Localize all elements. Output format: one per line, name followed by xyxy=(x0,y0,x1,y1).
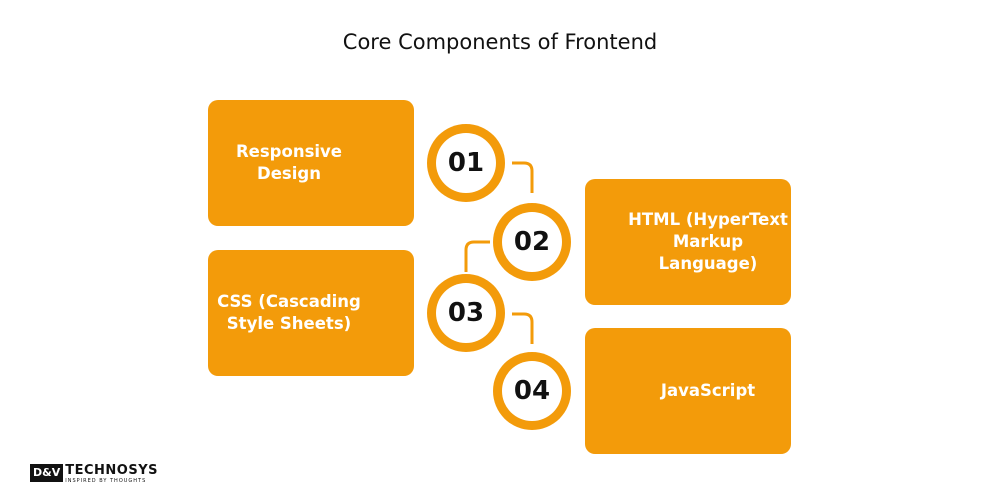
component-card-javascript: JavaScript xyxy=(585,328,791,454)
component-label: JavaScript xyxy=(660,381,756,400)
logo-mark: D&V xyxy=(30,464,64,482)
number-badge-01: 01 xyxy=(427,124,505,202)
component-label: HTML (HyperText Markup Language) xyxy=(628,210,788,273)
badge-number: 04 xyxy=(502,361,562,421)
component-label: CSS (Cascading Style Sheets) xyxy=(217,292,361,333)
badge-number: 01 xyxy=(436,133,496,193)
connector-02-03 xyxy=(464,240,490,272)
connector-01-02 xyxy=(512,161,534,193)
connector-03-04 xyxy=(512,312,534,344)
brand-logo: D&V TECHNOSYS INSPIRED BY THOUGHTS xyxy=(30,464,158,490)
page-title: Core Components of Frontend xyxy=(342,30,658,54)
number-badge-04: 04 xyxy=(493,352,571,430)
logo-tagline: INSPIRED BY THOUGHTS xyxy=(65,478,147,484)
number-badge-02: 02 xyxy=(493,203,571,281)
logo-text: TECHNOSYS INSPIRED BY THOUGHTS xyxy=(65,464,158,485)
component-card-responsive-design: Responsive Design xyxy=(208,100,414,226)
component-card-html: HTML (HyperText Markup Language) xyxy=(585,179,791,305)
component-card-css: CSS (Cascading Style Sheets) xyxy=(208,250,414,376)
component-label: Responsive Design xyxy=(235,142,343,183)
badge-number: 02 xyxy=(502,212,562,272)
logo-name: TECHNOSYS xyxy=(65,463,158,478)
badge-number: 03 xyxy=(436,283,496,343)
number-badge-03: 03 xyxy=(427,274,505,352)
